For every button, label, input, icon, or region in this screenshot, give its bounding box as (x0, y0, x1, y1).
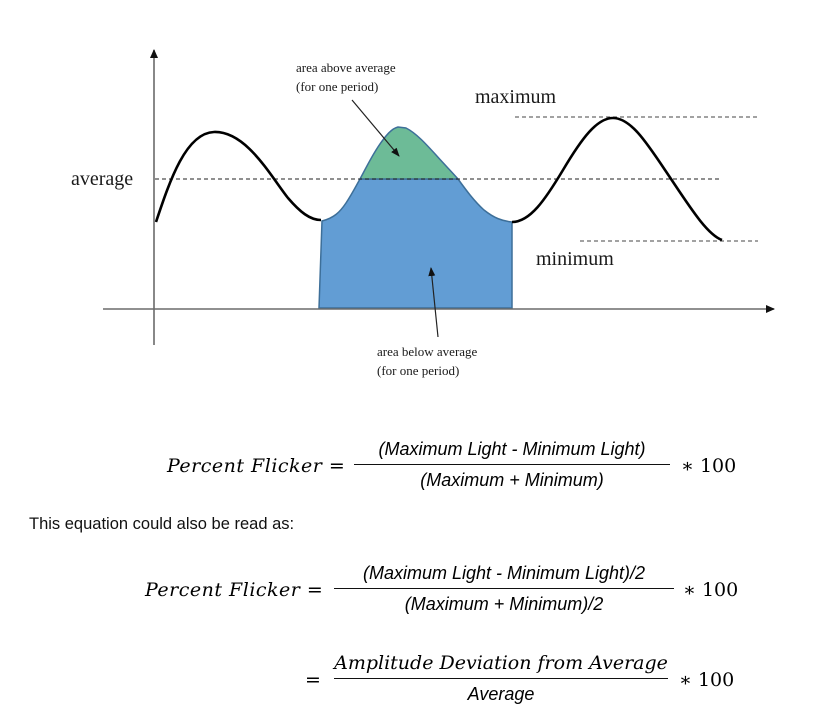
average-label: average (71, 168, 133, 190)
equation-3-fraction: Amplitude Deviation from Average Average (334, 652, 668, 705)
area-below-average-region (318, 178, 513, 309)
fraction-bar (334, 678, 668, 680)
equation-3-denominator: Average (467, 684, 535, 705)
equation-2-multiplier: ∗ 100 (683, 579, 739, 601)
equation-1-lhs: Percent Flicker = (167, 455, 346, 477)
equation-2-fraction: (Maximum Light - Minimum Light)/2 (Maxim… (334, 563, 674, 615)
area-above-label-line2: (for one period) (296, 79, 378, 94)
fraction-bar (334, 588, 674, 590)
equation-2-lhs: Percent Flicker = (145, 579, 324, 601)
equation-3-numerator: Amplitude Deviation from Average (334, 652, 668, 674)
area-below-label-line2: (for one period) (377, 363, 459, 378)
waveform-curve-right (511, 116, 723, 242)
equation-1-numerator: (Maximum Light - Minimum Light) (378, 439, 646, 459)
equation-1-denominator: (Maximum + Minimum) (420, 470, 604, 491)
intermediate-text: This equation could also be read as: (29, 515, 295, 533)
area-above-pointer-arrow (351, 99, 400, 157)
area-below-label-line1: area below average (377, 344, 478, 359)
area-above-average-region (358, 126, 460, 180)
equation-2-numerator: (Maximum Light - Minimum Light)/2 (362, 563, 646, 583)
equation-1-fraction: (Maximum Light - Minimum Light) (Maximum… (354, 439, 670, 491)
equation-3-lhs: = (305, 669, 322, 691)
equation-3-multiplier: ∗ 100 (679, 669, 735, 691)
area-below-pointer-arrow (428, 267, 439, 338)
flicker-waveform-diagram: average maximum minimum area above avera… (71, 49, 775, 378)
waveform-curve-left (154, 130, 322, 223)
minimum-label: minimum (536, 248, 614, 270)
equation-1-multiplier: ∗ 100 (681, 455, 737, 477)
area-above-label-line1: area above average (296, 60, 396, 75)
maximum-label: maximum (475, 86, 557, 108)
equation-2-denominator: (Maximum + Minimum)/2 (404, 594, 604, 615)
fraction-bar (354, 464, 670, 466)
